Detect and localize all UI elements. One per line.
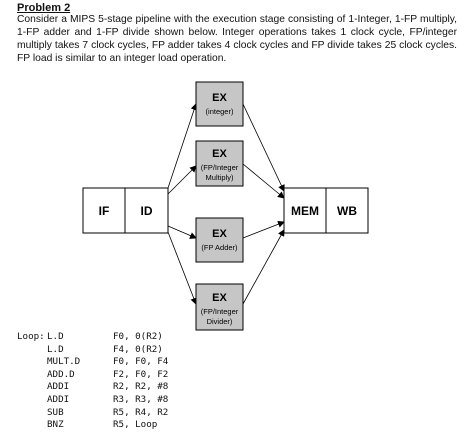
ex-divide-subtitle-1: (FP/Integer (201, 307, 239, 316)
code-label (17, 394, 47, 407)
code-line: Loop:L.D F0, 0(R2) (17, 331, 168, 344)
code-opcode: BNZ (47, 419, 64, 431)
arrow-id-to-ex-multiply (167, 165, 197, 195)
code-label (17, 356, 47, 369)
code-opcode: L.D (47, 343, 64, 355)
code-opcode: SUB (47, 406, 64, 418)
ex-integer-title: EX (212, 92, 227, 104)
code-label (17, 381, 47, 394)
code-operands: F4, 0(R2) (113, 343, 163, 355)
code-label (17, 369, 47, 382)
problem-heading: Problem 2 (17, 2, 71, 14)
assembly-code: Loop:L.D F0, 0(R2) L.D F4, 0(R2) MULT.D F0, F… (17, 331, 168, 432)
stage-mem-label: MEM (291, 204, 319, 218)
ex-divide-title: EX (212, 292, 227, 304)
code-line: BNZ R5, Loop (17, 419, 168, 432)
ex-divide-box (195, 283, 244, 331)
stage-id-box (124, 187, 169, 234)
ex-adder-subtitle: (FP Adder) (201, 243, 238, 252)
code-operands: R2, R2, #8 (113, 381, 169, 393)
code-label (17, 419, 47, 432)
ex-adder-unit: EX (FP Adder) (195, 217, 244, 263)
arrow-ex-divide-to-mem (242, 229, 285, 305)
stage-wb-label: WB (337, 204, 357, 218)
code-line: SUB R5, R4, R2 (17, 407, 168, 420)
ex-multiply-box (195, 140, 244, 187)
code-operands: R5, R4, R2 (113, 406, 169, 418)
arrow-id-to-ex-adder (167, 225, 197, 239)
code-operands: F2, F0, F2 (113, 368, 169, 380)
stage-mem-box (283, 187, 327, 234)
ex-integer-subtitle: (integer) (206, 107, 234, 116)
arrow-ex-multiply-to-mem (242, 163, 285, 199)
ex-divide-unit: EX (FP/Integer Divider) (195, 283, 244, 331)
stage-if-id: IF ID (82, 187, 169, 234)
stage-id-label: ID (141, 204, 153, 218)
arrow-ex-integer-to-mem (242, 103, 285, 192)
arrow-ex-adder-to-mem (242, 220, 285, 239)
ex-multiply-unit: EX (FP/Integer Multiply) (195, 140, 244, 187)
code-line: ADD.D F2, F0, F2 (17, 369, 168, 382)
stage-if-box (82, 187, 126, 234)
code-line: ADDI R2, R2, #8 (17, 381, 168, 394)
code-label: Loop: (17, 331, 45, 342)
ex-adder-box (195, 217, 244, 263)
code-opcode: L.D (47, 331, 64, 342)
arrow-id-to-ex-divide (167, 231, 198, 305)
ex-divide-subtitle-2: Divider) (207, 317, 233, 326)
code-opcode: MULT.D (47, 356, 81, 368)
code-opcode: ADDI (47, 393, 70, 405)
ex-to-mem-arrows (242, 103, 285, 305)
code-line: L.D F4, 0(R2) (17, 344, 168, 357)
problem-description: Consider a MIPS 5-stage pipeline with th… (17, 14, 457, 64)
code-line: ADDI R3, R3, #8 (17, 394, 168, 407)
code-operands: R3, R3, #8 (113, 393, 169, 405)
code-line: MULT.D F0, F0, F4 (17, 356, 168, 369)
code-opcode: ADDI (47, 381, 70, 393)
stage-if-label: IF (99, 204, 110, 218)
stage-mem-wb: MEM WB (283, 187, 369, 234)
id-to-ex-arrows (167, 103, 198, 305)
ex-multiply-title: EX (212, 148, 227, 160)
code-label (17, 344, 47, 357)
stage-wb-box (325, 187, 369, 234)
code-opcode: ADD.D (47, 368, 75, 380)
arrow-id-to-ex-integer (167, 103, 198, 189)
code-label (17, 407, 47, 420)
code-operands: F0, F0, F4 (113, 356, 169, 368)
ex-multiply-subtitle-2: Multiply) (206, 173, 234, 182)
ex-integer-box (195, 81, 244, 127)
ex-adder-title: EX (212, 228, 227, 240)
code-operands: R5, Loop (113, 419, 158, 431)
ex-multiply-subtitle-1: (FP/Integer (201, 163, 239, 172)
ex-integer-unit: EX (integer) (195, 81, 244, 127)
code-operands: F0, 0(R2) (113, 331, 163, 342)
